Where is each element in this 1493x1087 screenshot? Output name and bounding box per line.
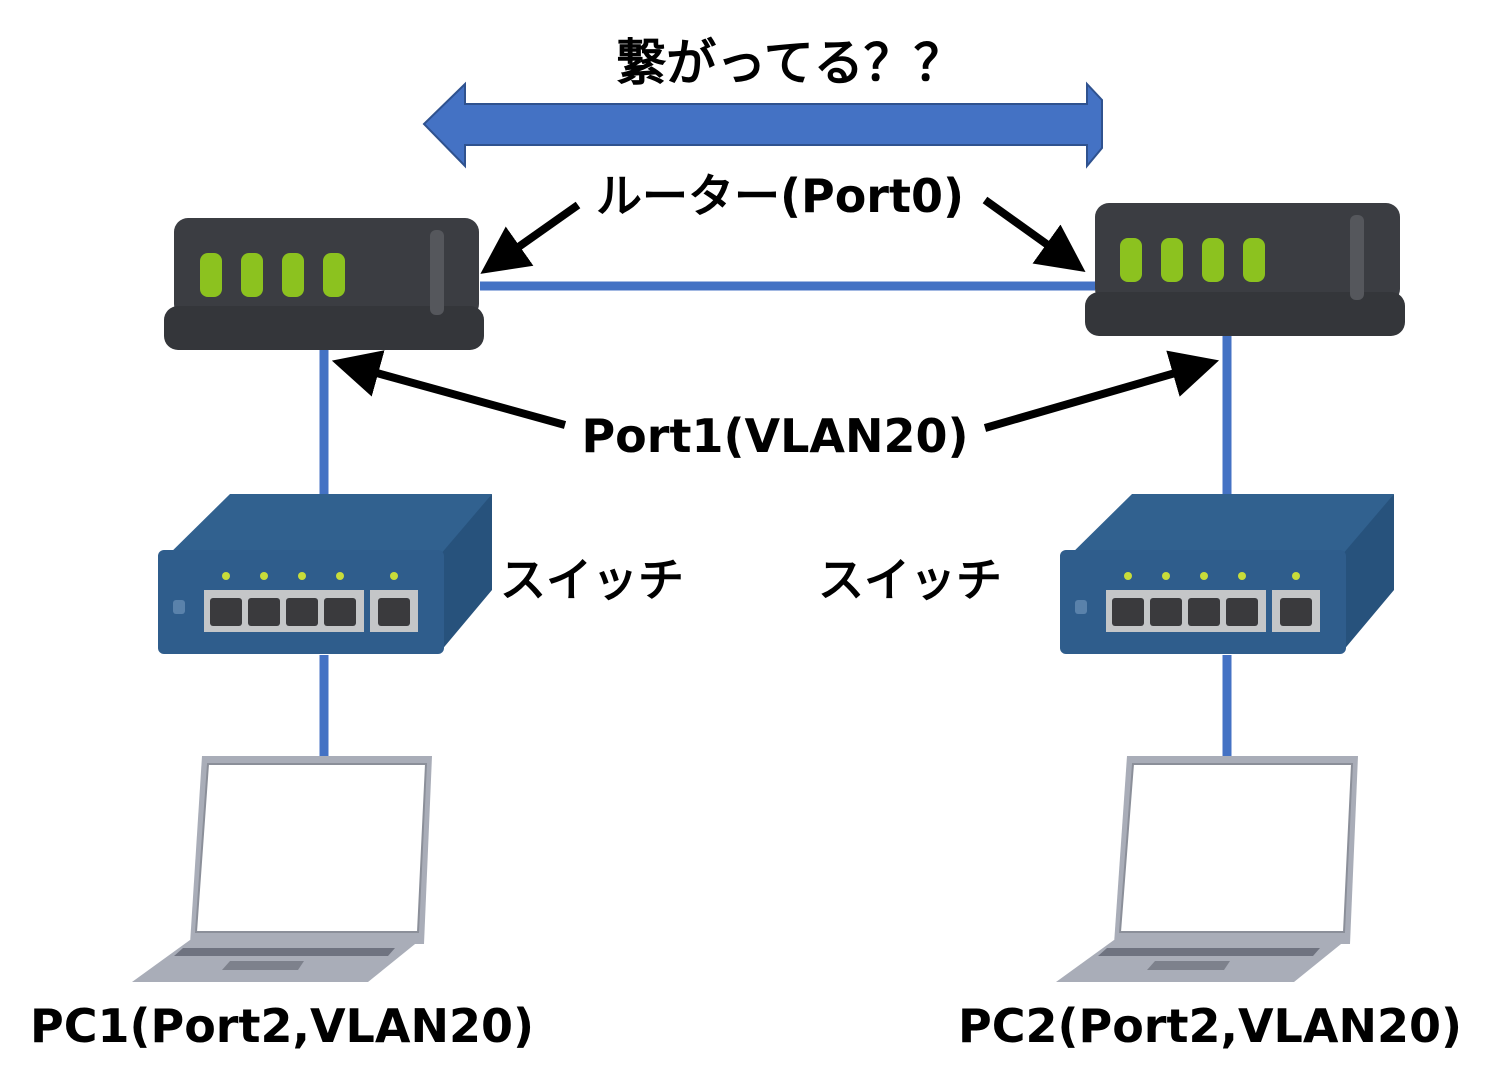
switch-top	[158, 494, 492, 565]
switch-led	[390, 572, 398, 580]
router-led	[1161, 238, 1183, 282]
router-side-stripe	[430, 230, 444, 315]
pointer-arrow-icon	[983, 350, 1220, 432]
switch-led	[298, 572, 306, 580]
switch-led	[260, 572, 268, 580]
switch-led	[336, 572, 344, 580]
ethernet-port-icon	[1188, 598, 1220, 626]
pointer-arrow-icon	[982, 196, 1086, 272]
laptop-screen	[194, 763, 428, 933]
router-led	[323, 253, 345, 297]
ethernet-port-icon	[286, 598, 318, 626]
double-arrow-icon	[422, 81, 1103, 169]
laptop-keyboard	[1098, 948, 1320, 956]
laptop-touchpad	[1147, 961, 1230, 970]
switch-led	[1200, 572, 1208, 580]
ethernet-port-icon	[1226, 598, 1258, 626]
switch-led	[1238, 572, 1246, 580]
switch-indicator	[173, 600, 185, 614]
router-base	[164, 306, 484, 350]
switch-led	[1292, 572, 1300, 580]
ethernet-port-icon	[324, 598, 356, 626]
router-side-stripe	[1350, 215, 1364, 300]
router-led	[1243, 238, 1265, 282]
ethernet-port-icon	[1280, 598, 1312, 626]
switch-led	[222, 572, 230, 580]
pc1-label: PC1(Port2,VLAN20)	[30, 999, 534, 1053]
laptop-touchpad	[222, 961, 304, 970]
switch-left-label: スイッチ	[500, 553, 684, 607]
switch-led	[1162, 572, 1170, 580]
router-base	[1085, 292, 1405, 336]
laptop-pc2	[1056, 756, 1358, 982]
laptop-pc1	[132, 756, 432, 982]
switch-top	[1060, 494, 1394, 565]
title: 繋がってる？？	[616, 34, 964, 92]
pointer-arrow-icon	[480, 201, 581, 274]
ethernet-port-icon	[1112, 598, 1144, 626]
router-led	[1120, 238, 1142, 282]
ethernet-port-icon	[378, 598, 410, 626]
laptop-screen	[1118, 763, 1354, 933]
switch-indicator	[1075, 600, 1087, 614]
router-led	[1202, 238, 1224, 282]
ethernet-port-icon	[248, 598, 280, 626]
router-led	[282, 253, 304, 297]
router-port0-label: ルーター(Port0)	[596, 169, 964, 223]
pc2-label: PC2(Port2,VLAN20)	[958, 999, 1462, 1053]
switch-right-label: スイッチ	[818, 553, 1002, 607]
ethernet-port-icon	[210, 598, 242, 626]
router-left	[164, 218, 484, 350]
links	[319, 281, 1232, 760]
ethernet-port-icon	[1150, 598, 1182, 626]
switch-side	[440, 494, 492, 652]
router-led	[241, 253, 263, 297]
switch-right	[1060, 494, 1394, 654]
pointer-arrow-icon	[331, 350, 567, 429]
switch-led	[1124, 572, 1132, 580]
laptop-keyboard	[174, 948, 395, 956]
switch-left	[158, 494, 492, 654]
router-right	[1085, 203, 1405, 336]
router-led	[200, 253, 222, 297]
switch-side	[1342, 494, 1394, 652]
router-port1-label: Port1(VLAN20)	[581, 409, 968, 463]
